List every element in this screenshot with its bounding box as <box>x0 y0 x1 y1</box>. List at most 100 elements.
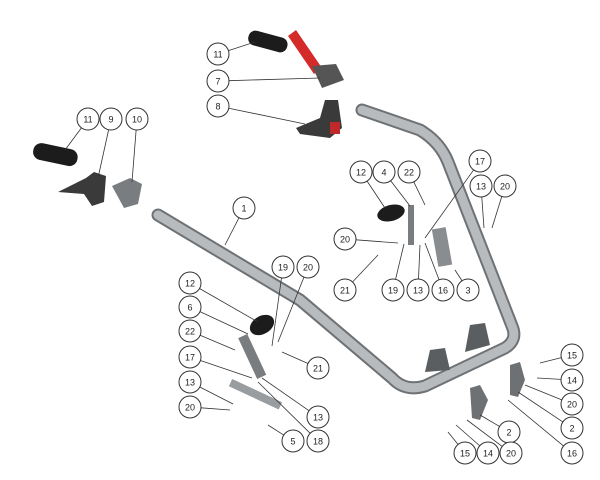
grip-left <box>33 143 78 167</box>
callout-label: 13 <box>313 413 323 423</box>
lever-arm-left <box>238 333 267 379</box>
callout-label: 4 <box>381 168 386 178</box>
callout-22: 22 <box>397 160 421 184</box>
callout-label: 13 <box>476 182 486 192</box>
leader-line <box>257 381 311 434</box>
callout-label: 14 <box>567 376 577 386</box>
leader-line <box>200 360 253 379</box>
callout-label: 20 <box>506 449 516 459</box>
callout-16: 16 <box>431 278 455 302</box>
callout-22: 22 <box>178 319 202 343</box>
callout-label: 20 <box>303 263 313 273</box>
callout-label: 22 <box>185 327 195 337</box>
leader-line <box>455 424 480 447</box>
leader-line <box>517 391 564 423</box>
leader-line <box>507 399 564 447</box>
leader-line <box>539 357 562 364</box>
leader-line <box>424 242 440 280</box>
callout-label: 22 <box>404 168 414 178</box>
callout-label: 1 <box>241 204 246 214</box>
callout-11: 11 <box>76 107 100 131</box>
callout-21: 21 <box>333 278 357 302</box>
callout-8: 8 <box>206 94 230 118</box>
callout-label: 21 <box>313 364 323 374</box>
callout-label: 20 <box>340 235 350 245</box>
callout-label: 21 <box>340 286 350 296</box>
callout-1: 1 <box>232 196 256 220</box>
leader-line <box>366 180 386 209</box>
callout-6: 6 <box>178 295 202 319</box>
callout-11: 11 <box>206 42 230 66</box>
leader-line <box>352 254 379 283</box>
callout-13: 13 <box>406 278 430 302</box>
callout-14: 14 <box>560 368 584 392</box>
leader-line <box>355 239 399 244</box>
callout-9: 9 <box>99 107 123 131</box>
callout-label: 19 <box>388 286 398 296</box>
callout-label: 8 <box>215 102 220 112</box>
left-clamp <box>112 178 142 208</box>
callout-10: 10 <box>125 107 149 131</box>
leader-line <box>447 431 459 445</box>
callout-15: 15 <box>453 441 477 465</box>
callout-20: 20 <box>333 227 357 251</box>
lever-housing <box>312 64 344 88</box>
leader-line <box>390 180 411 207</box>
knob-left <box>249 314 275 336</box>
callout-label: 6 <box>187 303 192 313</box>
leader-line <box>481 196 485 229</box>
leader-line <box>199 386 234 405</box>
leader-line <box>228 107 306 125</box>
plate-left <box>470 385 488 420</box>
callout-7: 7 <box>206 69 230 93</box>
callout-label: 17 <box>185 353 195 363</box>
leader-line <box>228 77 321 82</box>
callout-label: 20 <box>185 403 195 413</box>
leader-line <box>395 243 405 280</box>
leader-line <box>261 377 310 412</box>
leader-line <box>491 196 503 229</box>
callout-20: 20 <box>560 392 584 416</box>
callout-label: 19 <box>278 263 288 273</box>
handlebar-tube <box>151 103 521 395</box>
callout-label: 9 <box>108 115 113 125</box>
callout-17: 17 <box>178 345 202 369</box>
callout-label: 15 <box>460 449 470 459</box>
callout-label: 7 <box>215 77 220 87</box>
callout-21: 21 <box>306 356 330 380</box>
callout-label: 10 <box>132 115 142 125</box>
leader-line <box>524 384 562 401</box>
leader-line <box>200 407 231 411</box>
callout-17: 17 <box>468 149 492 173</box>
leader-line <box>454 269 463 281</box>
leader-line <box>271 277 282 347</box>
callout-20: 20 <box>178 395 202 419</box>
callout-label: 11 <box>213 50 222 60</box>
callout-label: 2 <box>569 424 574 434</box>
callout-label: 13 <box>413 286 423 296</box>
leader-line <box>228 41 256 51</box>
callout-20: 20 <box>296 255 320 279</box>
callout-label: 12 <box>356 168 366 178</box>
leader-line <box>466 419 503 447</box>
leader-line <box>479 414 500 427</box>
callout-label: 13 <box>185 378 195 388</box>
callout-14: 14 <box>476 441 500 465</box>
leader-line <box>199 288 259 323</box>
callout-13: 13 <box>306 405 330 429</box>
callout-13: 13 <box>178 370 202 394</box>
callout-label: 11 <box>83 115 92 125</box>
knob-right <box>377 204 405 222</box>
leader-line <box>424 169 474 239</box>
grip-top <box>248 30 288 53</box>
bracket-right <box>431 227 453 267</box>
leader-line <box>224 217 240 246</box>
frame-bracket <box>425 348 450 372</box>
callout-label: 3 <box>465 286 470 296</box>
callout-19: 19 <box>381 278 405 302</box>
callout-4: 4 <box>372 160 396 184</box>
callout-label: 20 <box>500 182 510 192</box>
callout-13: 13 <box>469 174 493 198</box>
callout-19: 19 <box>271 255 295 279</box>
leader-line <box>131 129 137 183</box>
